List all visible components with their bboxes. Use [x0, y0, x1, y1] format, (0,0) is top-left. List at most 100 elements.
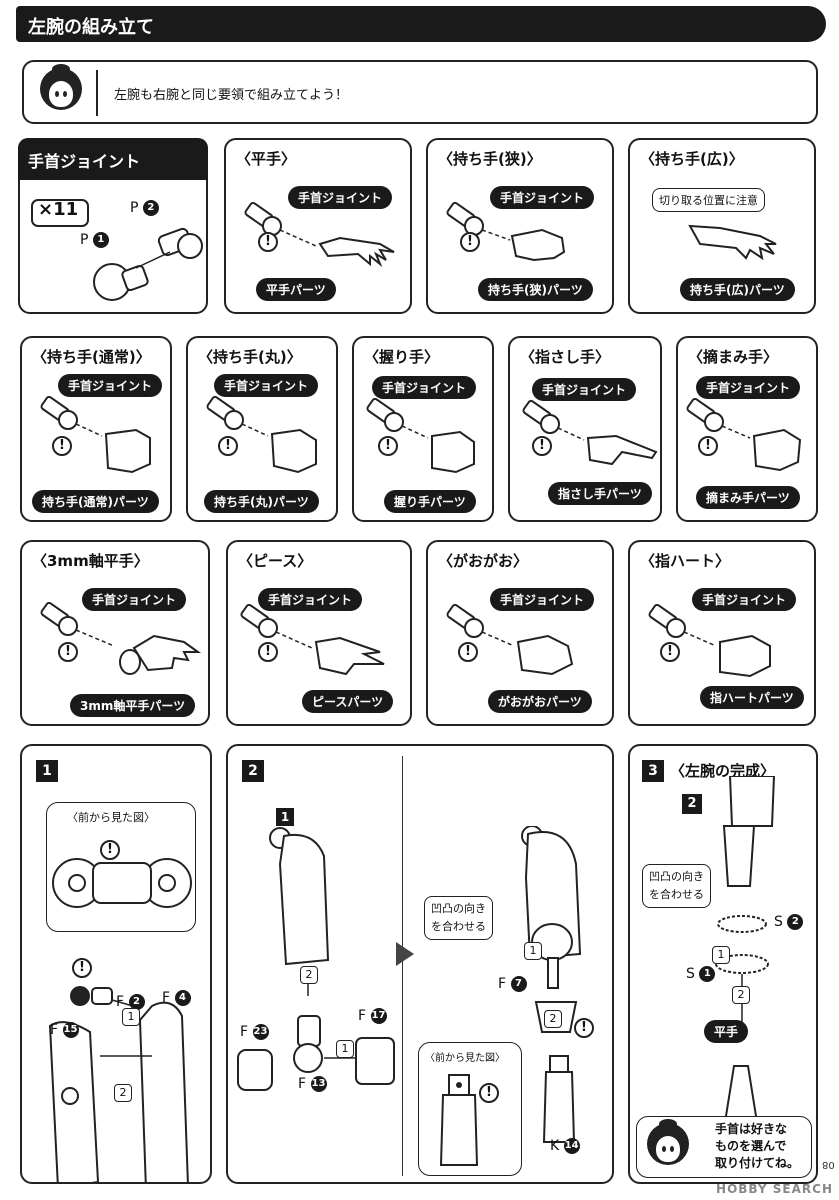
- hand-panel-peace: 〈ピース〉 手首ジョイント ! ピースパーツ: [226, 540, 412, 726]
- caution-icon: !: [100, 840, 120, 860]
- tip-box: 手首は好きな ものを選んで 取り付けてね。: [636, 1116, 812, 1178]
- part-f7-label: F 7: [498, 976, 527, 992]
- hand-title: 〈3mm軸平手〉: [32, 552, 149, 570]
- hand-title: 〈持ち手(狭)〉: [438, 150, 542, 168]
- part-number-badge: 4: [174, 990, 191, 1006]
- part-number-badge: 1: [92, 232, 109, 248]
- step-1-panel: 1 〈前から見た図〉 ! ! F 2 F 4 F 15 1 2: [20, 744, 212, 1184]
- quantity-label: ×11: [38, 199, 79, 220]
- caution-icon: !: [218, 436, 238, 456]
- intro-speech-box: 左腕も右腕と同じ要領で組み立てよう！: [22, 60, 818, 124]
- order-marker: 1: [336, 1040, 354, 1058]
- order-marker: 1: [122, 1008, 140, 1026]
- character-avatar: [643, 1119, 693, 1173]
- part-number-badge: 2: [128, 994, 145, 1010]
- alignment-note: 凹凸の向き を合わせる: [424, 896, 493, 940]
- wrist-joint-title: 手首ジョイント: [28, 152, 141, 171]
- wrist-joint-tab: 手首ジョイント: [18, 138, 208, 180]
- hand-title: 〈持ち手(広)〉: [640, 150, 744, 168]
- hand-title: 〈指さし手〉: [520, 348, 611, 366]
- step-3-panel: 3 〈左腕の完成〉 2 凹凸の向き を合わせる S 2 1 S 1 2 平手 手…: [628, 744, 818, 1184]
- caution-icon: !: [460, 232, 480, 252]
- step-number: 3: [642, 760, 664, 782]
- front-view-label: 〈前から見た図〉: [67, 811, 155, 824]
- part-p2-label: P 2: [130, 200, 159, 216]
- part-label: 3mm軸平手パーツ: [70, 694, 196, 717]
- caution-icon: !: [58, 642, 78, 662]
- joint-label: 手首ジョイント: [692, 588, 797, 611]
- part-number-badge: 2: [787, 914, 804, 930]
- part-k14-label: K 14: [550, 1138, 580, 1154]
- step-2-panel: 2 1 2 1 F 17 F 23 F 13 凹凸の向き を合わせる 1 F 7…: [226, 744, 614, 1184]
- 3mm-flat-illustration: [40, 601, 202, 675]
- step-number: 2: [242, 760, 264, 782]
- part-s2-label: S 2: [774, 914, 804, 930]
- gaogao-illustration: [446, 603, 574, 676]
- hand-title: 〈指ハート〉: [640, 552, 731, 570]
- part-s1-label: S 1: [686, 966, 716, 982]
- finger-heart-illustration: [648, 603, 771, 678]
- character-avatar: [36, 64, 86, 118]
- hand-panel-3mm-flat: 〈3mm軸平手〉 手首ジョイント ! 3mm軸平手パーツ: [20, 540, 210, 726]
- fist-illustration: [366, 397, 475, 474]
- hand-panel-flat: 〈平手〉 手首ジョイント ! 平手パーツ: [224, 138, 412, 314]
- front-view-callout: 〈前から見た図〉: [46, 802, 196, 932]
- caution-icon: !: [72, 958, 92, 978]
- part-number-badge: 14: [563, 1138, 580, 1154]
- order-marker: 2: [300, 966, 318, 984]
- hand-panel-grip-narrow: 〈持ち手(狭)〉 手首ジョイント ! 持ち手(狭)パーツ: [426, 138, 614, 314]
- hand-title: 〈ピース〉: [238, 552, 313, 570]
- order-marker: 1: [524, 942, 542, 960]
- hand-panel-pinch: 〈摘まみ手〉 手首ジョイント ! 摘まみ手パーツ: [676, 336, 818, 522]
- hand-panel-finger-heart: 〈指ハート〉 手首ジョイント ! 指ハートパーツ: [628, 540, 816, 726]
- caution-icon: !: [660, 642, 680, 662]
- joint-label: 手首ジョイント: [214, 374, 319, 397]
- part-label: 持ち手(狭)パーツ: [478, 278, 593, 301]
- part-number-badge: 13: [310, 1076, 327, 1092]
- part-f15-label: F 15: [50, 1022, 79, 1038]
- hand-tag: 平手: [704, 1020, 749, 1043]
- caution-icon: !: [458, 642, 478, 662]
- caution-icon: !: [479, 1083, 499, 1103]
- part-f23-label: F 23: [240, 1024, 269, 1040]
- front-view-illustration: [439, 1074, 479, 1166]
- joint-label: 手首ジョイント: [288, 186, 393, 209]
- section-title: 左腕の組み立て: [28, 17, 154, 38]
- hand-title: 〈握り手〉: [364, 348, 440, 366]
- hand-title: 〈がおがお〉: [438, 552, 529, 570]
- caution-icon: !: [532, 436, 552, 456]
- caution-icon: !: [698, 436, 718, 456]
- joint-label: 手首ジョイント: [82, 588, 187, 611]
- joint-label: 手首ジョイント: [490, 186, 595, 209]
- part-label: 持ち手(広)パーツ: [680, 278, 795, 301]
- hand-panel-grip-normal: 〈持ち手(通常)〉 手首ジョイント ! 持ち手(通常)パーツ: [20, 336, 172, 522]
- grip-wide-illustration: [688, 224, 777, 261]
- grip-normal-illustration: [40, 395, 151, 474]
- part-label: 握り手パーツ: [384, 490, 476, 513]
- hand-panel-grip-wide: 〈持ち手(広)〉 切り取る位置に注意 持ち手(広)パーツ: [628, 138, 816, 314]
- joint-label: 手首ジョイント: [532, 378, 637, 401]
- hand-title: 〈持ち手(通常)〉: [32, 348, 151, 366]
- part-label: 持ち手(通常)パーツ: [32, 490, 159, 513]
- hand-panel-pointing: 〈指さし手〉 手首ジョイント ! 指さし手パーツ: [508, 336, 662, 522]
- part-number-badge: 23: [252, 1024, 269, 1040]
- part-f4-label: F 4: [162, 990, 191, 1006]
- flat-hand-illustration: [244, 201, 395, 268]
- tip-text: 手首は好きな ものを選んで 取り付けてね。: [715, 1122, 800, 1170]
- cut-position-note: 切り取る位置に注意: [652, 188, 765, 212]
- hand-title: 〈摘まみ手〉: [688, 348, 779, 366]
- pointing-illustration: [522, 399, 658, 466]
- hand-title: 〈持ち手(丸)〉: [198, 348, 302, 366]
- joint-label: 手首ジョイント: [258, 588, 363, 611]
- watermark: HOBBY SEARCH: [716, 1182, 833, 1196]
- grip-narrow-illustration: [446, 201, 566, 262]
- caution-icon: !: [52, 436, 72, 456]
- reference-step-badge: 1: [276, 808, 294, 826]
- order-marker: 1: [712, 946, 730, 964]
- front-view-label: 〈前から見た図〉: [425, 1053, 505, 1064]
- part-f17-label: F 17: [358, 1008, 387, 1024]
- part-f2-label: F 2: [116, 994, 145, 1010]
- front-view-callout: 〈前から見た図〉 !: [418, 1042, 522, 1176]
- order-marker: 2: [114, 1084, 132, 1102]
- part-label: がおがおパーツ: [488, 690, 592, 713]
